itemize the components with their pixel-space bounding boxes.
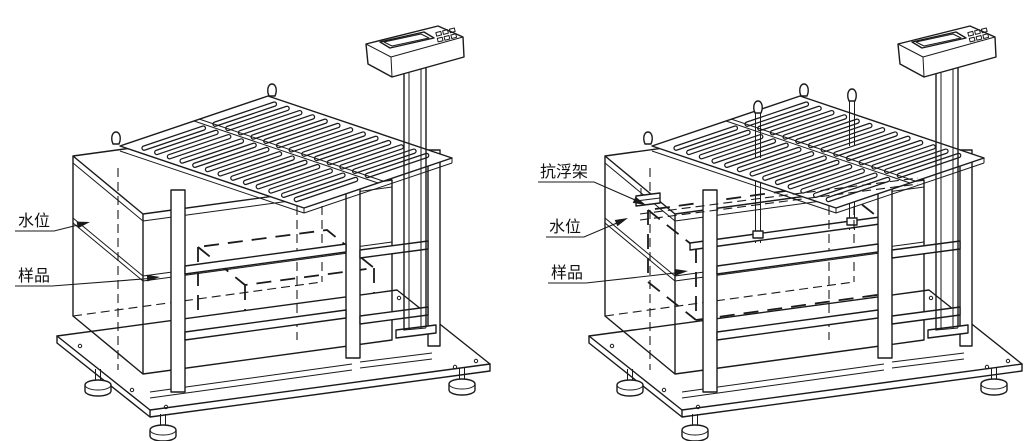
arrowhead: [146, 274, 160, 282]
left-figure: 水位 样品: [15, 26, 490, 441]
water-level-callout: 水位: [546, 217, 628, 238]
sample-label: 样品: [18, 266, 50, 285]
arrowhead: [76, 221, 90, 229]
leader-line: [548, 271, 685, 284]
anti-float-frame-callout: 抗浮架: [538, 162, 646, 205]
arrowhead: [632, 196, 646, 205]
leader-line: [15, 222, 87, 232]
leader-line: [546, 219, 625, 238]
sample-label: 样品: [551, 263, 583, 282]
sample-callout: 样品: [15, 266, 160, 287]
water-level-label: 水位: [549, 217, 581, 236]
anti-float-frame-label: 抗浮架: [540, 162, 588, 181]
water-level-label: 水位: [18, 211, 50, 230]
sample-callout: 样品: [548, 263, 688, 284]
leader-line: [538, 181, 643, 204]
water-level-callout: 水位: [15, 211, 90, 232]
leader-line: [15, 277, 157, 287]
arrowhead: [614, 218, 628, 227]
apparatus: [57, 26, 490, 441]
right-figure: 抗浮架 水位 样品: [538, 26, 1022, 441]
arrowhead: [674, 268, 688, 276]
